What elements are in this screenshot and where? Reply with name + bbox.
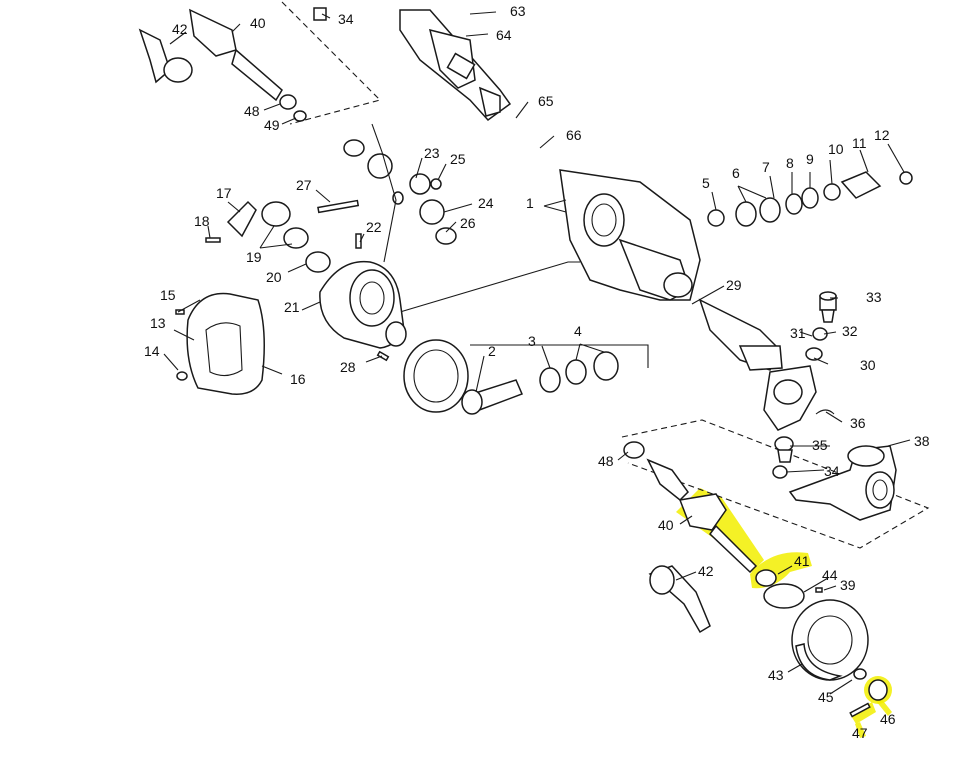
part-labels: 1 2 3 4 5 6 7 8 9 10 11 12 13 14 15 16 1…: [144, 3, 930, 741]
steering-knuckle-group: [763, 291, 897, 521]
label-16: 16: [290, 371, 306, 387]
pinion-parts: [707, 171, 913, 227]
highlight-leader-47: [855, 722, 866, 738]
label-12: 12: [874, 127, 890, 143]
label-4: 4: [574, 323, 582, 339]
label-28: 28: [340, 359, 356, 375]
label-8: 8: [786, 155, 794, 171]
label-22: 22: [366, 219, 382, 235]
label-30: 30: [860, 357, 876, 373]
label-10: 10: [828, 141, 844, 157]
lower-axle-shaft: [623, 441, 888, 718]
label-25: 25: [450, 151, 466, 167]
pinion-bearings: [539, 351, 619, 393]
label-24: 24: [478, 195, 494, 211]
highlight-leader-46: [876, 697, 892, 716]
label-15: 15: [160, 287, 176, 303]
label-45: 45: [818, 689, 834, 705]
bearing-and-gear-parts: [205, 139, 457, 362]
label-63: 63: [510, 3, 526, 19]
label-48-lower: 48: [598, 453, 614, 469]
label-17: 17: [216, 185, 232, 201]
label-42-upper: 42: [172, 21, 188, 37]
label-29: 29: [726, 277, 742, 293]
label-18: 18: [194, 213, 210, 229]
axle-housing: [399, 9, 783, 371]
label-66: 66: [566, 127, 582, 143]
label-42-lower: 42: [698, 563, 714, 579]
label-48-upper: 48: [244, 103, 260, 119]
label-49: 49: [264, 117, 280, 133]
label-11: 11: [852, 135, 867, 151]
label-7: 7: [762, 159, 770, 175]
label-13: 13: [150, 315, 166, 331]
label-41: 41: [794, 553, 810, 569]
label-39: 39: [840, 577, 856, 593]
label-33: 33: [866, 289, 882, 305]
label-47: 47: [852, 725, 868, 741]
label-31: 31: [790, 325, 806, 341]
label-1: 1: [526, 195, 534, 211]
label-43: 43: [768, 667, 784, 683]
label-27: 27: [296, 177, 312, 193]
label-65: 65: [538, 93, 554, 109]
label-23: 23: [424, 145, 440, 161]
upper-axle-shaft: [138, 7, 327, 122]
label-34-upper: 34: [338, 11, 354, 27]
label-3: 3: [528, 333, 536, 349]
upper-group-outline: [281, 1, 382, 125]
label-26: 26: [460, 215, 476, 231]
ring-gear-bracket-line: [399, 261, 580, 313]
label-6: 6: [732, 165, 740, 181]
label-34-lower: 34: [824, 463, 840, 479]
label-35: 35: [812, 437, 828, 453]
label-40-upper: 40: [250, 15, 266, 31]
leader-lines: [163, 11, 911, 695]
label-21: 21: [284, 299, 300, 315]
label-9: 9: [806, 151, 814, 167]
label-40-lower: 40: [658, 517, 674, 533]
differential-carrier: [319, 260, 523, 415]
label-20: 20: [266, 269, 282, 285]
label-36: 36: [850, 415, 866, 431]
differential-cover: [175, 292, 265, 395]
label-5: 5: [702, 175, 710, 191]
label-46: 46: [880, 711, 896, 727]
label-38: 38: [914, 433, 930, 449]
bearing-bracket-line: [470, 344, 649, 368]
label-32: 32: [842, 323, 858, 339]
label-2: 2: [488, 343, 496, 359]
label-19: 19: [246, 249, 262, 265]
label-44: 44: [822, 567, 838, 583]
label-64: 64: [496, 27, 512, 43]
label-14: 14: [144, 343, 160, 359]
lower-right-group-outline: [621, 419, 930, 549]
